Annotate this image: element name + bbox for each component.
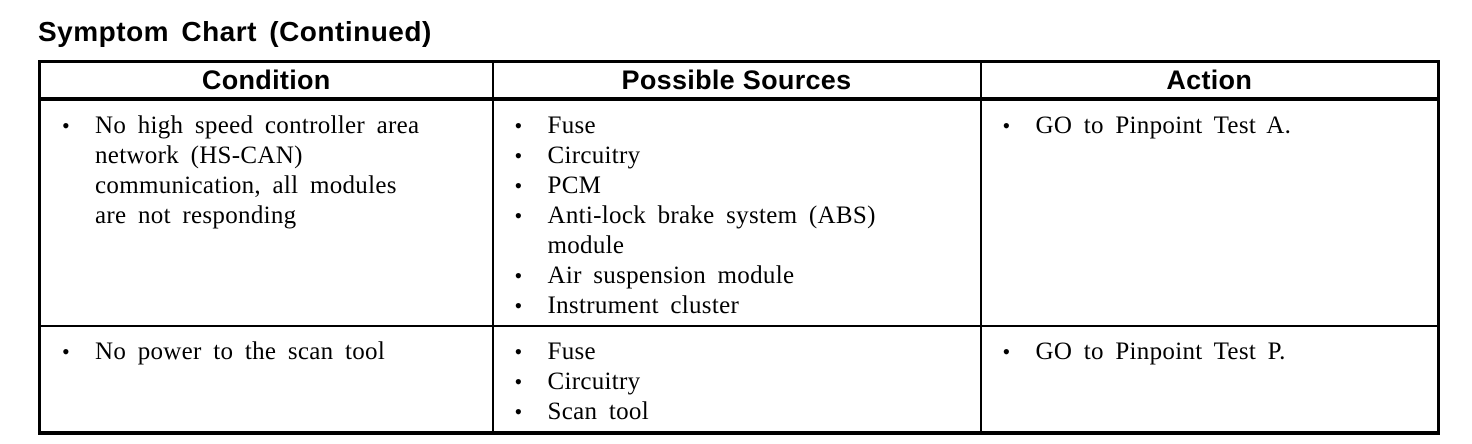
bullet-icon: • [514,369,523,394]
bullet-text: Fuse [547,112,596,139]
bullet-point: • PCM [494,171,974,201]
bullet-icon: • [62,339,71,364]
bullet-point: • Fuse [494,111,974,141]
bullet-point: • Scan tool [494,397,974,427]
bullet-list: • Fuse • Circuitry • Scan tool [494,337,974,427]
bullet-list: • No power to the scan tool [41,337,486,367]
bullet-point: • Air suspension module [494,261,974,291]
bullet-point: • Fuse [494,337,974,367]
cell-possible-sources: • Fuse • Circuitry • Scan tool [491,325,982,434]
bullet-text: GO to Pinpoint Test P. [1035,338,1286,365]
column-header-action: Action [979,60,1440,101]
bullet-text: Scan tool [547,398,649,425]
page-title: Symptom Chart (Continued) [38,16,432,47]
bullet-point: • Instrument cluster [494,291,974,321]
table-row: • No power to the scan tool • Fuse • Circuit… [38,325,1440,434]
bullet-icon: • [514,173,523,198]
bullet-text: GO to Pinpoint Test A. [1035,112,1292,139]
bullet-point: • GO to Pinpoint Test P. [982,337,1432,367]
bullet-point: • Anti-lock brake system (ABS) module [494,201,974,261]
bullet-text: No high speed controller area network (H… [95,112,420,229]
bullet-icon: • [514,339,523,364]
bullet-icon: • [514,203,523,228]
cell-action: • GO to Pinpoint Test A. [979,98,1440,327]
bullet-icon: • [1002,339,1011,364]
symptom-chart-table: Condition Possible Sources Action • No hi… [38,60,1440,435]
cell-possible-sources: • Fuse • Circuitry • PCM • Anti-lock brake syst… [491,98,982,327]
column-header-possible-sources: Possible Sources [491,60,982,101]
cell-condition: • No power to the scan tool [38,325,494,434]
bullet-icon: • [514,263,523,288]
bullet-list: • No high speed controller area network (… [41,111,486,231]
bullet-list: • GO to Pinpoint Test P. [982,337,1432,367]
cell-condition: • No high speed controller area network (… [38,98,494,327]
bullet-icon: • [514,143,523,168]
bullet-icon: • [62,113,71,138]
bullet-text: Circuitry [547,142,641,169]
bullet-text: Anti-lock brake system (ABS) module [547,202,876,259]
table-row: • No high speed controller area network (… [38,98,1440,327]
bullet-list: • Fuse • Circuitry • PCM • Anti-lock brake syst… [494,111,974,321]
bullet-text: No power to the scan tool [95,338,386,365]
bullet-point: • Circuitry [494,367,974,397]
bullet-text: Circuitry [547,368,641,395]
bullet-point: • Circuitry [494,141,974,171]
bullet-text: Fuse [547,338,596,365]
bullet-icon: • [514,293,523,318]
cell-action: • GO to Pinpoint Test P. [979,325,1440,434]
bullet-point: • GO to Pinpoint Test A. [982,111,1432,141]
bullet-point: • No high speed controller area network (… [41,111,486,231]
bullet-list: • GO to Pinpoint Test A. [982,111,1432,141]
bullet-text: Instrument cluster [547,292,740,319]
bullet-icon: • [514,113,523,138]
bullet-icon: • [1002,113,1011,138]
bullet-text: PCM [547,172,602,199]
bullet-point: • No power to the scan tool [41,337,486,367]
bullet-text: Air suspension module [547,262,795,289]
column-header-condition: Condition [38,60,494,101]
bullet-icon: • [514,399,523,424]
header-row: Condition Possible Sources Action [38,60,1440,101]
